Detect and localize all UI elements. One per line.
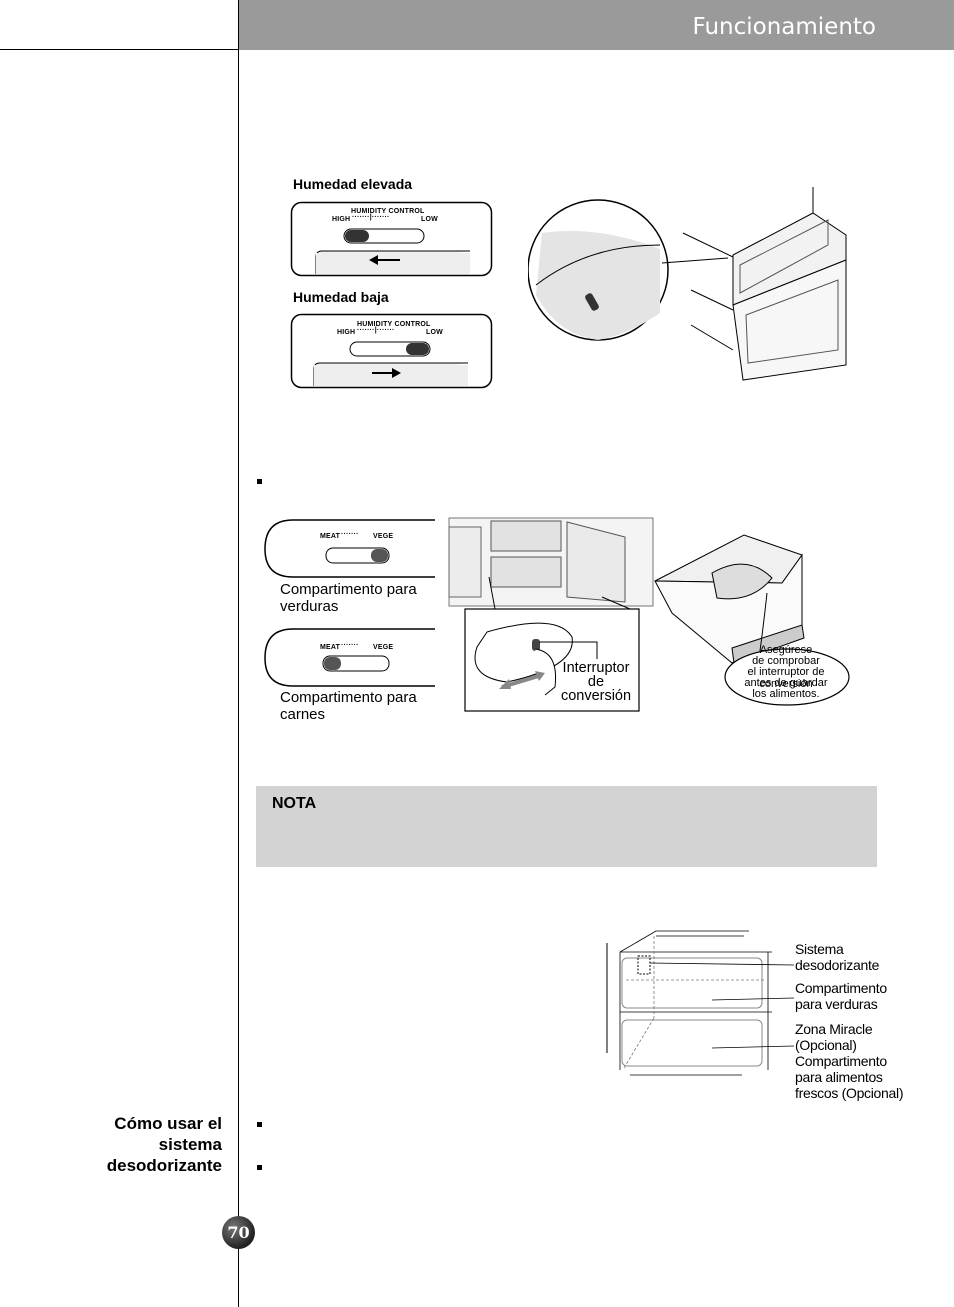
- deodorizer-label-2a: Compartimento: [795, 980, 887, 996]
- veg-caption-2: verduras: [280, 598, 339, 615]
- bubble-line-3: el interruptor de conversión: [747, 666, 825, 690]
- deodorizer-label-1b: desodorizante: [795, 957, 880, 973]
- humidity-high-label: Humedad elevada: [293, 176, 413, 192]
- deodorizer-label-2b: para verduras: [795, 996, 878, 1012]
- side-title-line-1: Cómo usar el: [114, 1114, 222, 1133]
- scale-low: LOW: [421, 216, 438, 223]
- meat-dots: ·······: [341, 642, 359, 649]
- header-bar: [239, 0, 954, 50]
- deodorizer-diagram: [606, 930, 795, 1076]
- veg-caption-1: Compartimento para: [280, 581, 417, 598]
- side-title-line-3: desodorizante: [106, 1156, 222, 1175]
- crisper-drawer-illustration: [654, 534, 850, 706]
- scale-high-2: HIGH: [337, 329, 356, 336]
- meat-vege-label: VEGE: [373, 644, 394, 651]
- veg-switch-illustration: [264, 519, 435, 578]
- humidity-high-illustration: [290, 201, 493, 277]
- meat-caption-1: Compartimento para: [280, 689, 417, 706]
- side-title-line-2: sistema: [158, 1135, 222, 1154]
- drawer-zoom-illustration: [528, 187, 847, 381]
- bullet: [257, 1165, 262, 1170]
- scale-high: HIGH: [332, 216, 351, 223]
- header-divider: [0, 49, 239, 50]
- page-number: 70: [222, 1216, 255, 1249]
- humidity-low-illustration: [290, 313, 493, 389]
- humidity-low-label: Humedad baja: [293, 289, 389, 305]
- note-title: NOTA: [272, 795, 317, 812]
- bullet: [257, 479, 262, 484]
- scale-dots-2: ·······|·······: [357, 327, 395, 334]
- section-side-title: Cómo usar el sistema desodorizante: [60, 1113, 222, 1176]
- page-title: Funcionamiento: [692, 14, 876, 40]
- switch-label-3: conversión: [560, 688, 632, 704]
- veg-vege-label: VEGE: [373, 533, 394, 540]
- bubble-line-4: antes de guardar: [744, 677, 828, 689]
- scale-dots: ·······|·······: [352, 214, 390, 221]
- bubble-line-5: los alimentos.: [752, 688, 820, 700]
- deodorizer-label-1a: Sistema: [795, 941, 844, 957]
- bullet: [257, 1122, 262, 1127]
- veg-dots: ·······: [341, 531, 359, 538]
- bubble-line-1: Asegúrese: [759, 644, 813, 656]
- note-box: [256, 786, 877, 867]
- scale-low-2: LOW: [426, 329, 443, 336]
- meat-caption-2: carnes: [280, 706, 326, 723]
- switch-label-1: Interruptor: [562, 660, 630, 676]
- veg-meat-label: MEAT: [320, 533, 341, 540]
- bubble-line-2: de comprobar: [752, 655, 820, 667]
- meat-meat-label: MEAT: [320, 644, 341, 651]
- switch-label-2: de: [587, 674, 605, 690]
- control-title: HUMIDITY CONTROL: [351, 208, 425, 215]
- meat-switch-illustration: [264, 628, 435, 687]
- deodorizer-label-4a: Compartimento: [795, 1053, 887, 1069]
- deodorizer-label-4c: frescos (Opcional): [795, 1085, 904, 1101]
- deodorizer-label-3b: (Opcional): [795, 1037, 857, 1053]
- fridge-switch-illustration: [448, 517, 654, 712]
- deodorizer-label-3a: Zona Miracle: [795, 1021, 873, 1037]
- control-title-2: HUMIDITY CONTROL: [357, 321, 431, 328]
- deodorizer-label-4b: para alimentos: [795, 1069, 883, 1085]
- margin-divider: [238, 0, 239, 1307]
